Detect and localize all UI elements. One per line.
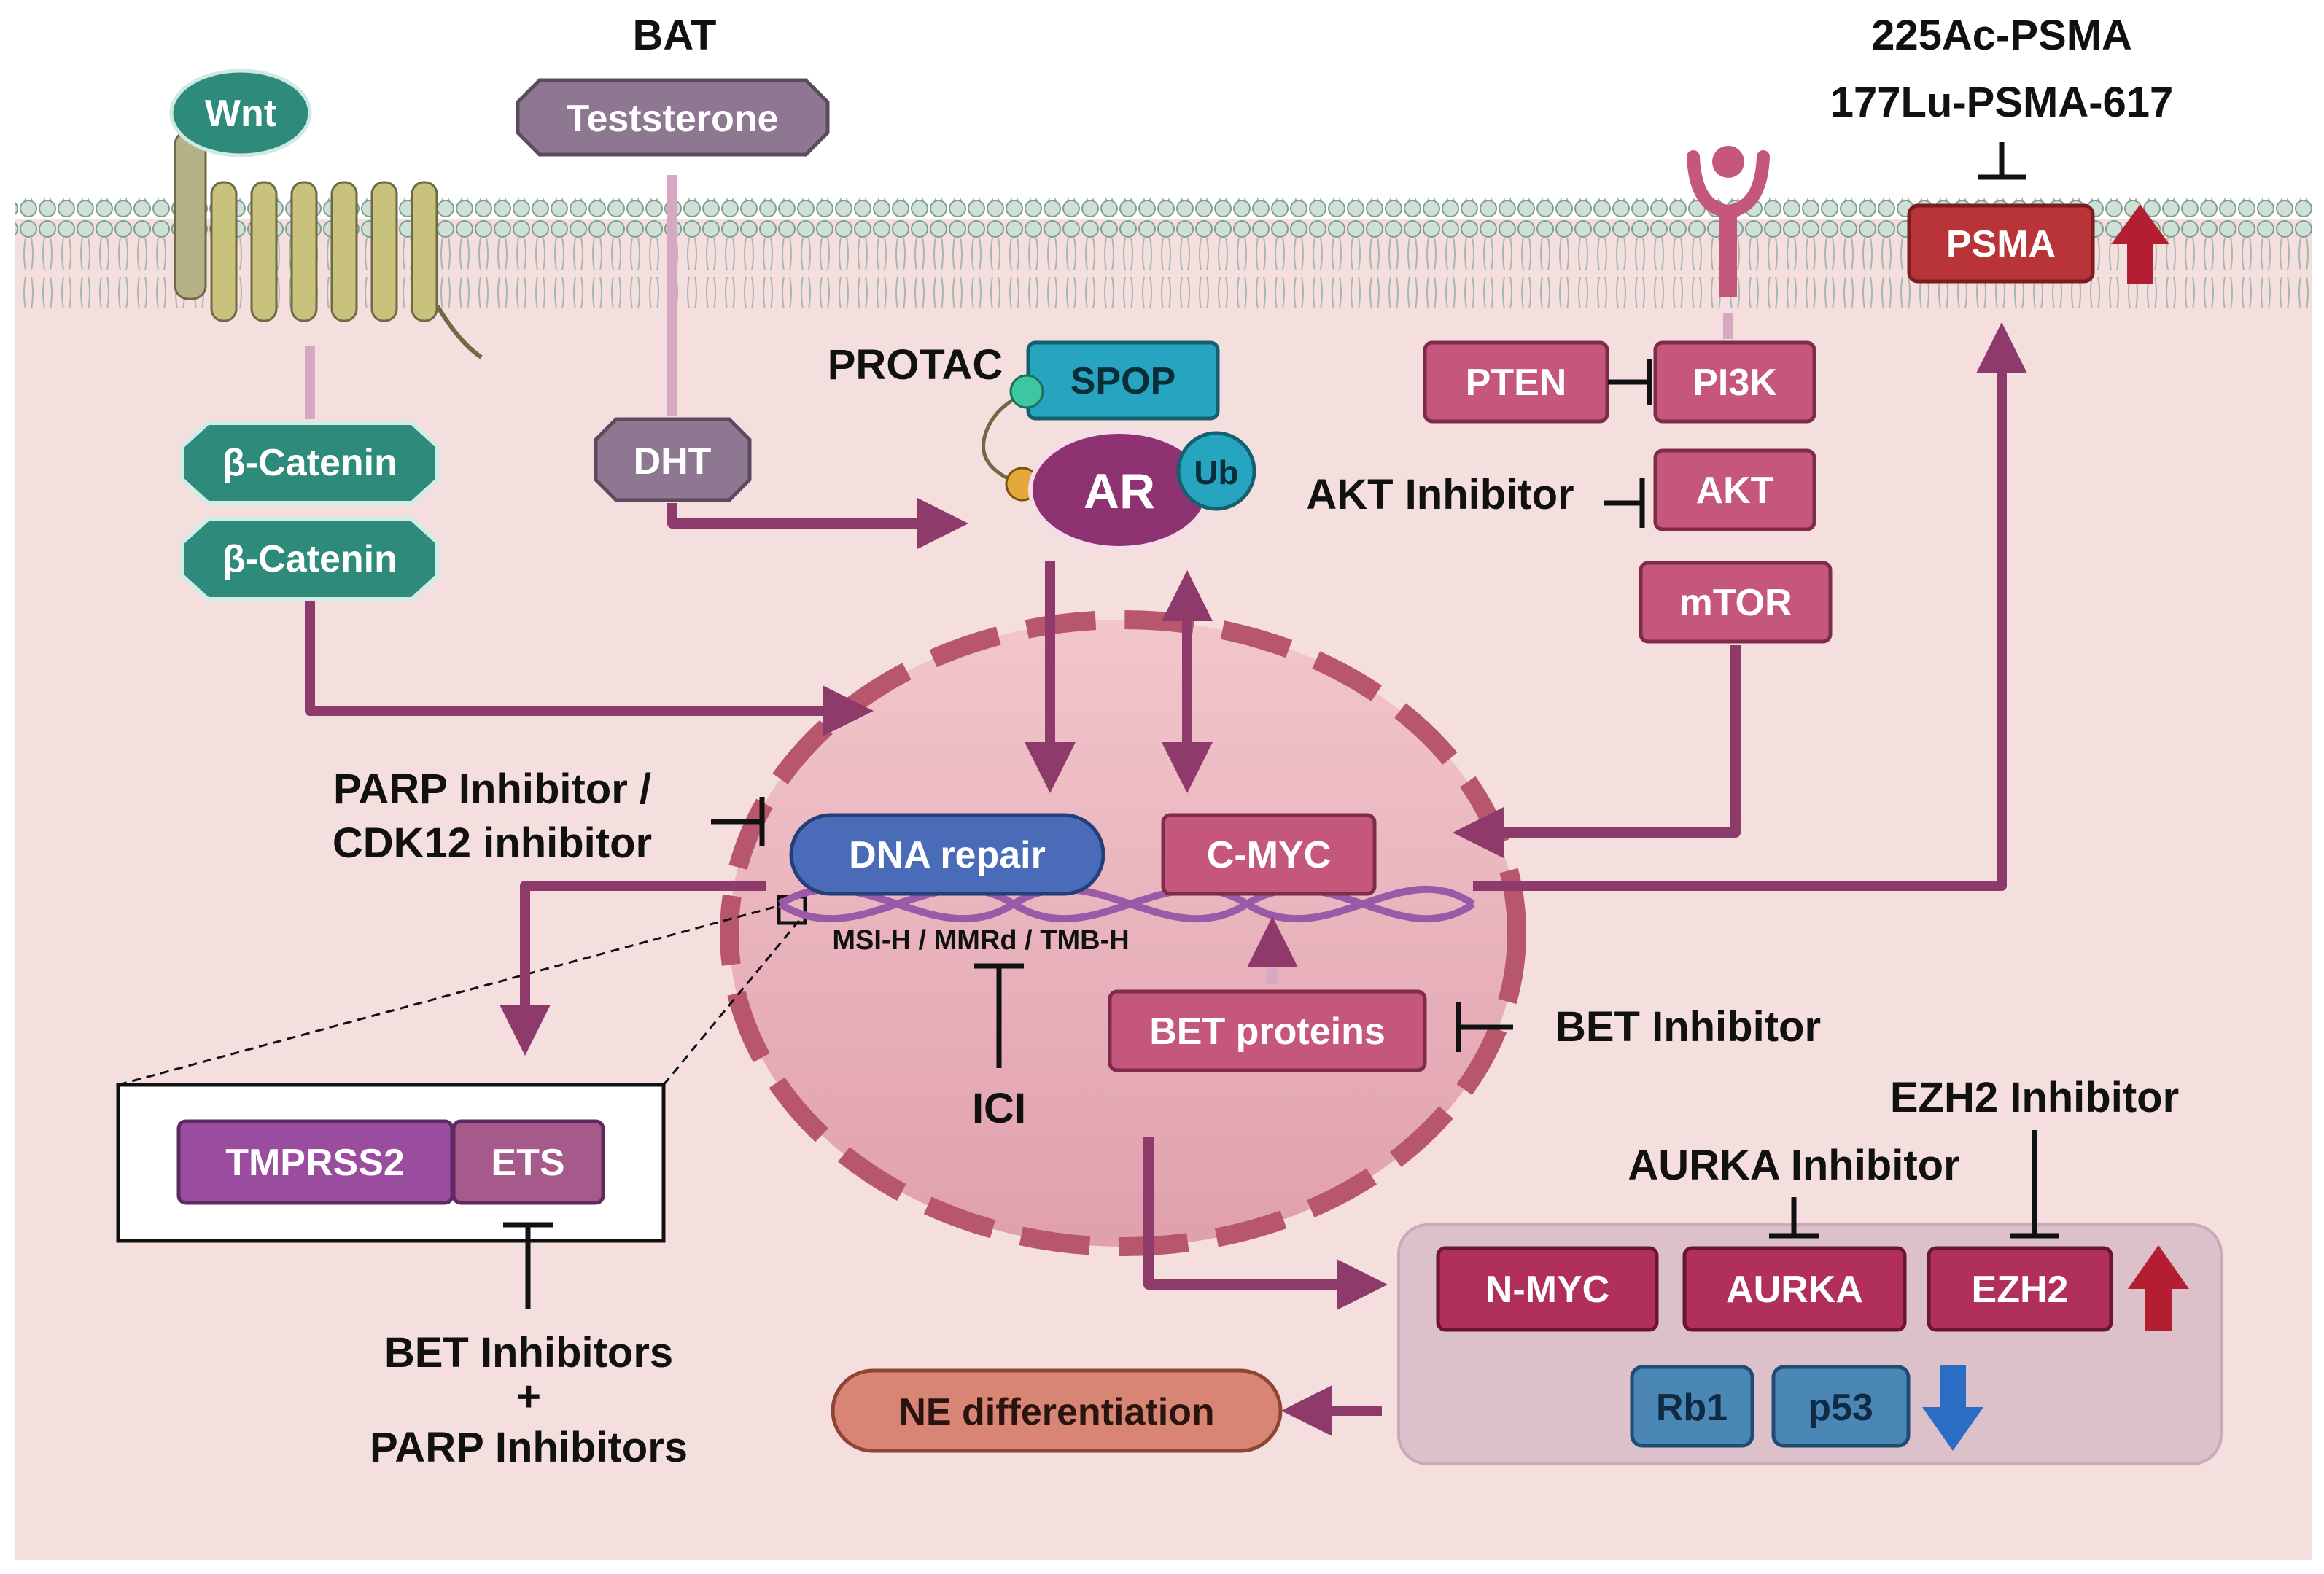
protac-label: PROTAC (828, 341, 1003, 389)
beta-catenin-label-2: β-Catenin (222, 538, 397, 580)
dna-repair-label: DNA repair (849, 834, 1046, 876)
dna-helix (778, 885, 1475, 923)
combo-line-2: PARP Inhibitors (370, 1424, 688, 1471)
ne-up-arrow-icon (2128, 1245, 2189, 1331)
wnt-label: Wnt (205, 93, 276, 135)
cmyc-node[interactable] (1161, 813, 1377, 896)
bet-inhibitor-label: BET Inhibitor (1555, 1003, 1821, 1051)
pten-node[interactable] (1423, 340, 1609, 424)
combo-plus: + (516, 1373, 541, 1420)
ub-label: Ub (1194, 453, 1238, 491)
akt-node[interactable] (1653, 448, 1816, 531)
beta-catenin-label-1: β-Catenin (222, 442, 397, 484)
pten-label: PTEN (1466, 362, 1567, 404)
bet-inhibition-bar (1456, 1002, 1513, 1052)
ne-differentiation-label: NE differentiation (898, 1391, 1214, 1433)
rb1-node[interactable] (1630, 1365, 1754, 1448)
wnt-node[interactable] (169, 69, 312, 157)
testosterone-node[interactable] (516, 78, 830, 157)
rb1-label: Rb1 (1656, 1387, 1728, 1429)
psma-drug-1: 225Ac-PSMA (1871, 12, 2132, 59)
pi3k-node[interactable] (1653, 340, 1816, 424)
ici-label: ICI (972, 1085, 1026, 1132)
ne-differentiation-node[interactable] (831, 1368, 1283, 1453)
parp-inhibitor-line-2: CDK12 inhibitor (333, 819, 652, 867)
ets-node[interactable] (451, 1119, 605, 1205)
nmyc-node[interactable] (1436, 1246, 1659, 1332)
mtor-label: mTOR (1679, 582, 1792, 624)
nmyc-label: N-MYC (1485, 1269, 1609, 1311)
aurka-node[interactable] (1682, 1246, 1907, 1332)
akt-inhibition-bar (1604, 478, 1645, 528)
combo-line-1: BET Inhibitors (384, 1329, 673, 1376)
aurka-inhibitor-label: AURKA Inhibitor (1628, 1142, 1959, 1189)
beta-catenin-node-1[interactable] (180, 421, 440, 505)
protac-ligand-1-icon (1009, 374, 1044, 409)
aurka-label: AURKA (1726, 1269, 1863, 1311)
nucleus (720, 610, 1526, 1256)
pi3k-label: PI3K (1693, 362, 1777, 404)
psma-node[interactable] (1907, 203, 2095, 284)
bet-proteins-label: BET proteins (1149, 1010, 1386, 1053)
cmyc-label: C-MYC (1207, 834, 1331, 876)
akt-label: AKT (1696, 470, 1774, 512)
ets-inhibition-bar (503, 1222, 553, 1309)
ezh2-node[interactable] (1927, 1246, 2113, 1332)
pten-inhibition-bar (1608, 359, 1652, 405)
ezh2-inhibition-bar (2010, 1130, 2059, 1239)
receptor-icon (1687, 146, 1770, 297)
ezh2-inhibitor-label: EZH2 Inhibitor (1890, 1074, 2179, 1121)
beta-catenin-node-2[interactable] (180, 517, 440, 601)
akt-inhibitor-label: AKT Inhibitor (1306, 471, 1574, 518)
testosterone-label: Teststerone (567, 98, 779, 140)
dna-repair-node[interactable] (789, 813, 1105, 896)
p53-node[interactable] (1771, 1365, 1911, 1448)
ar-label: AR (1084, 464, 1155, 519)
psma-label: PSMA (1946, 223, 2056, 265)
psma-up-arrow-icon (2111, 204, 2169, 284)
protac-linker (982, 390, 1028, 485)
bet-proteins-node[interactable] (1108, 989, 1427, 1072)
zoom-line-right (662, 918, 802, 1086)
parp-inhibition-bar (711, 797, 765, 846)
signal-arrows (305, 175, 2027, 1436)
ub-node[interactable] (1176, 431, 1256, 511)
zoom-line-left (117, 904, 781, 1086)
ne-down-arrow-icon (1922, 1365, 1983, 1451)
ets-label: ETS (491, 1142, 564, 1184)
bat-label: BAT (633, 12, 717, 59)
psma-inhibition-bar (1978, 142, 2026, 180)
ici-inhibition-bar (974, 963, 1024, 1068)
ezh2-label: EZH2 (1972, 1269, 2069, 1311)
mtor-node[interactable] (1639, 561, 1833, 644)
frizzled-receptor-icon (174, 130, 483, 359)
dht-node[interactable] (594, 417, 752, 502)
dht-label: DHT (634, 440, 712, 483)
psma-drug-2: 177Lu-PSMA-617 (1830, 79, 2174, 126)
parp-inhibitor-line-1: PARP Inhibitor / (333, 765, 651, 813)
aurka-inhibition-bar (1769, 1197, 1819, 1239)
spop-label: SPOP (1070, 360, 1176, 402)
msi-label: MSI-H / MMRd / TMB-H (832, 925, 1129, 956)
tmprss2-label: TMPRSS2 (225, 1142, 405, 1184)
p53-label: p53 (1808, 1387, 1873, 1429)
